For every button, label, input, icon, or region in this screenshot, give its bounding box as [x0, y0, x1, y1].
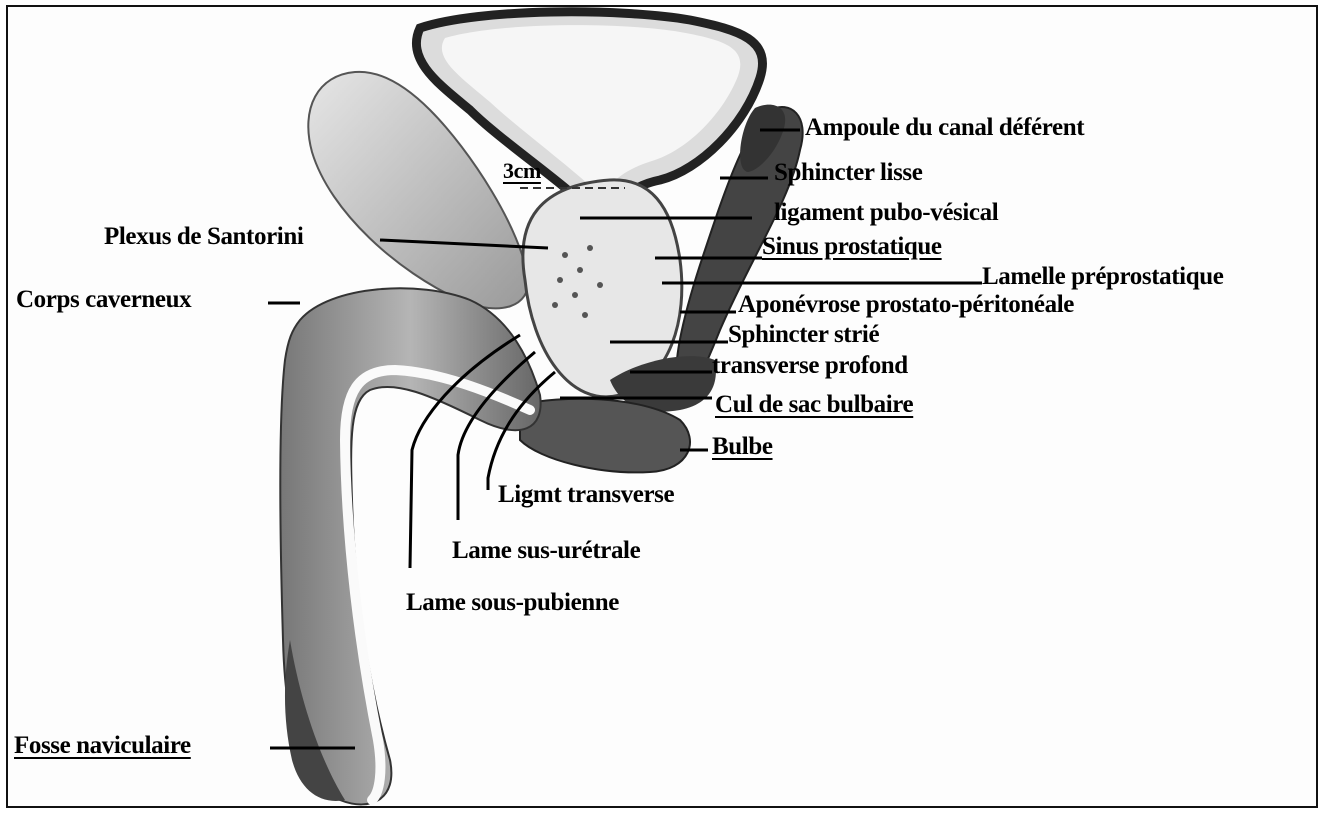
- label-sphincter-strie: Sphincter strié: [728, 322, 879, 347]
- label-plexus: Plexus de Santorini: [104, 224, 303, 249]
- label-transverse-profond: transverse profond: [712, 353, 908, 378]
- label-measure-3cm: 3cm: [503, 160, 541, 182]
- label-cul-de-sac: Cul de sac bulbaire: [715, 392, 913, 417]
- label-sinus-prostatique: Sinus prostatique: [762, 234, 942, 259]
- label-bulbe: Bulbe: [712, 434, 773, 459]
- label-sphincter-lisse: Sphincter lisse: [774, 160, 922, 185]
- label-lamelle: Lamelle préprostatique: [982, 264, 1223, 289]
- label-lame-sous-pubienne: Lame sous-pubienne: [406, 590, 619, 615]
- label-aponevrose: Aponévrose prostato-péritonéale: [738, 292, 1074, 317]
- label-fosse-naviculaire: Fosse naviculaire: [14, 733, 191, 758]
- label-ampoule: Ampoule du canal déférent: [805, 115, 1084, 140]
- label-ligmt-transverse: Ligmt transverse: [498, 482, 674, 507]
- label-corps-caverneux: Corps caverneux: [16, 287, 191, 312]
- label-lame-sus-uretrale: Lame sus-urétrale: [452, 538, 640, 563]
- label-ligament-pubo-vesical: ligament pubo-vésical: [774, 200, 998, 225]
